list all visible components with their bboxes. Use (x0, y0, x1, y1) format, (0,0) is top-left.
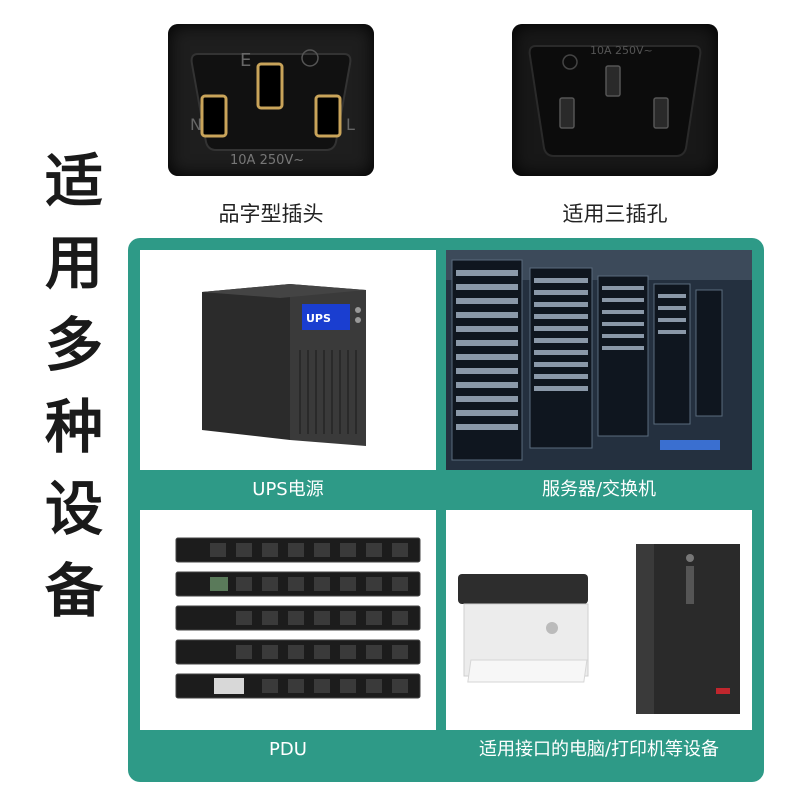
ups-image: UPS (140, 250, 436, 470)
socket-image: 10A 250V~ (512, 24, 718, 176)
pin-e (256, 62, 284, 110)
pin-n (200, 94, 228, 138)
pdu-icon (175, 537, 421, 699)
cell-label-pdu: PDU (269, 739, 307, 760)
computer-printer-icon (458, 544, 740, 714)
server-room-image (446, 250, 752, 470)
cell-label-pc-printer: 适用接口的电脑/打印机等设备 (478, 739, 720, 760)
device-panel: UPS UPS电源 (128, 238, 764, 782)
pin-l (314, 94, 342, 138)
server-rack-icon (446, 250, 752, 470)
socket-icon: 10A 250V~ (528, 44, 702, 157)
computer-printer-image (446, 510, 752, 730)
cell-label-ups: UPS电源 (252, 479, 324, 500)
printer-top (458, 574, 588, 604)
plug-letter-e: E (240, 50, 251, 71)
socket-rating: 10A 250V~ (590, 44, 653, 57)
male-plug-image: E N L 10A 250V~ (168, 24, 374, 176)
plug-caption-socket: 适用三插孔 (562, 202, 668, 226)
title-char: 备 (44, 557, 103, 625)
ups-icon: UPS (202, 284, 366, 446)
plug-letter-n: N (190, 115, 202, 134)
pdu-image (140, 510, 436, 730)
title-char: 用 (44, 229, 103, 297)
vertical-title: 适 用 多 种 设 备 (32, 140, 116, 632)
cell-label-server: 服务器/交换机 (541, 479, 657, 500)
title-char: 种 (44, 393, 103, 461)
title-char: 适 (44, 147, 103, 215)
ups-screen-label: UPS (306, 312, 331, 325)
plug-caption-male: 品字型插头 (218, 202, 324, 226)
male-plug-icon: E N L 10A 250V~ (190, 49, 355, 168)
title-char: 多 (44, 311, 103, 379)
plug-rating: 10A 250V~ (230, 153, 304, 168)
title-char: 设 (44, 475, 103, 543)
plug-letter-l: L (346, 115, 355, 134)
